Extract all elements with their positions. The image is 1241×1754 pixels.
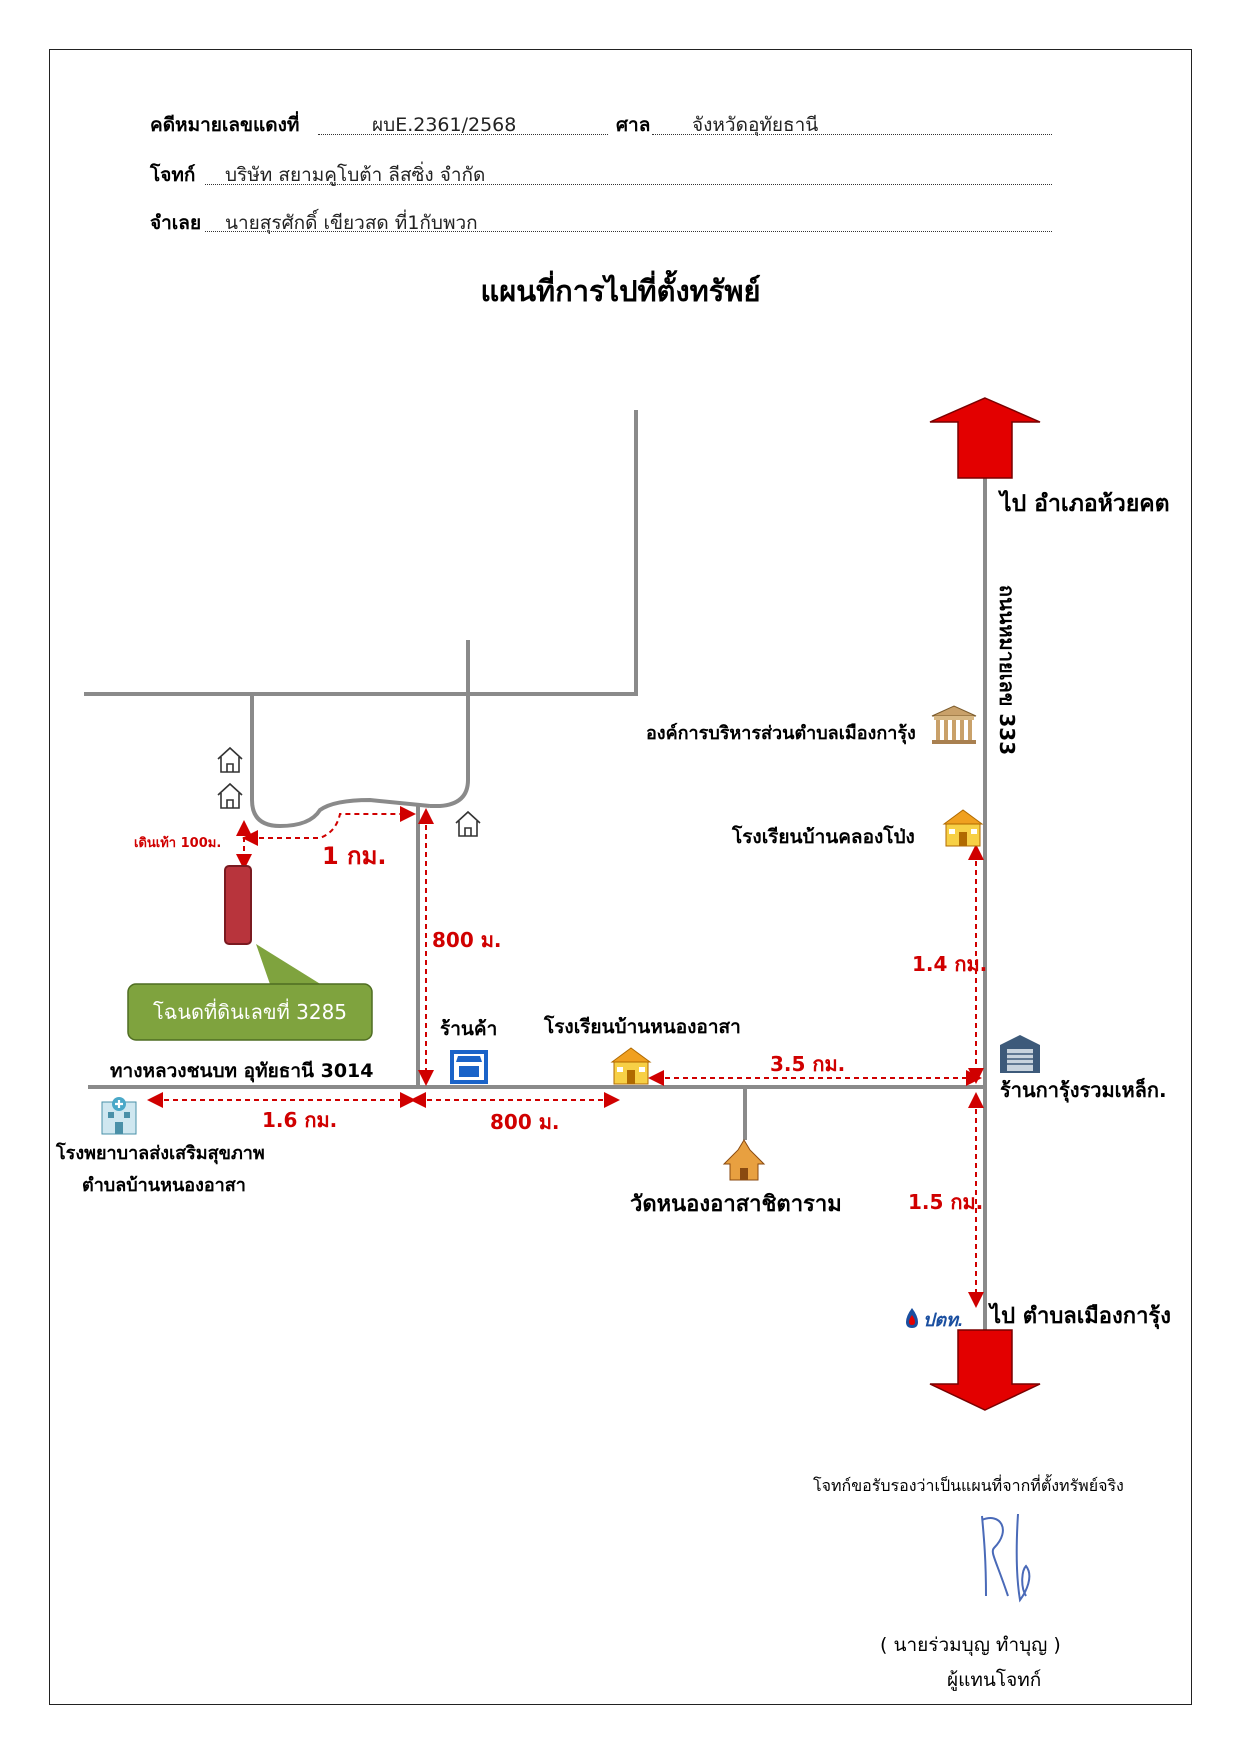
certification-text: โจทก์ขอรับรองว่าเป็นแผนที่จากที่ตั้งทรัพ… [813, 1476, 1124, 1495]
page-border [49, 49, 1192, 1705]
house-icon [217, 782, 243, 809]
representative-role: ผู้แทนโจทก์ [947, 1669, 1042, 1691]
signature [981, 1513, 1031, 1603]
distance-lines [147, 806, 984, 1308]
case-number-value: ผบE.2361/2568 [372, 114, 517, 136]
defendant-label: จำเลย [150, 212, 202, 234]
south-direction-label: ไป ตำบลเมืองการุ้ง [990, 1304, 1171, 1329]
land-plot-icon [224, 865, 252, 945]
highway-333-label: ถนนหมายเลข 333 [995, 584, 1020, 756]
road-3014-label: ทางหลวงชนบท อุทัยธานี 3014 [110, 1060, 374, 1082]
deed-callout-pointer [256, 944, 330, 990]
distance-800m-road-label: 800 ม. [490, 1110, 560, 1134]
steel-shop-label: ร้านการุ้งรวมเหล็ก. [1000, 1078, 1167, 1102]
plaintiff-label: โจทก์ [150, 164, 196, 186]
tao-label: องค์การบริหารส่วนตำบลเมืองการุ้ง [646, 723, 916, 744]
temple-icon [722, 1139, 766, 1181]
deed-callout-box [127, 983, 373, 1041]
plaintiff-dotline [205, 184, 1052, 185]
court-value: จังหวัดอุทัยธานี [692, 114, 819, 136]
house-icon [455, 810, 481, 837]
distance-800m-vertical-label: 800 ม. [432, 928, 502, 952]
north-direction-label: ไป อำเภอห้วยคต [1000, 491, 1170, 517]
temple-label: วัดหนองอาสาชิตาราม [630, 1192, 842, 1217]
case-dotline [318, 134, 608, 135]
defendant-value: นายสุรศักดิ์ เขียวสด ที่1กับพวก [225, 212, 478, 234]
road-top-horizontal [84, 410, 638, 696]
hospital-icon [101, 1097, 137, 1135]
ptt-logo-icon [906, 1308, 918, 1328]
distance-1-6km-label: 1.6 กม. [262, 1108, 338, 1132]
north-arrow-icon [929, 397, 1041, 479]
defendant-dotline [205, 231, 1052, 232]
garage-icon [1000, 1035, 1040, 1073]
deed-label: โฉนดที่ดินเลขที่ 3285 [152, 1000, 348, 1024]
south-arrow-icon [929, 1329, 1041, 1411]
distance-1-5km-label: 1.5 กม. [908, 1190, 984, 1214]
house-icon [217, 746, 243, 773]
hospital-label-line2: ตำบลบ้านหนองอาสา [82, 1175, 246, 1196]
court-dotline [652, 134, 1052, 135]
store-label: ร้านค้า [440, 1018, 498, 1040]
road-short-vertical [430, 640, 470, 808]
roads [84, 410, 987, 1385]
distance-1-4km-label: 1.4 กม. [912, 952, 988, 976]
court-label: ศาล [616, 114, 651, 136]
ptt-logo-text: ปตท. [923, 1310, 963, 1330]
walk-distance-label: เดินเท้า 100ม. [134, 836, 222, 851]
school-icon [942, 809, 984, 847]
plaintiff-value: บริษัท สยามคูโบต้า ลีสซิ่ง จำกัด [225, 164, 486, 186]
hospital-label-line1: โรงพยาบาลส่งเสริมสุขภาพ [56, 1143, 265, 1164]
school-khlongpong-label: โรงเรียนบ้านคลองโป่ง [732, 826, 915, 848]
road-left-loop [250, 694, 431, 829]
store-icon [450, 1050, 488, 1084]
government-building-icon [931, 705, 977, 744]
representative-name: ( นายร่วมบุญ ทำบุญ ) [880, 1634, 1061, 1656]
page-title: แผนที่การไปที่ตั้งทรัพย์ [480, 274, 761, 308]
school-icon [610, 1047, 652, 1085]
distance-1km-label: 1 กม. [322, 842, 387, 870]
case-number-label: คดีหมายเลขแดงที่ [150, 114, 300, 136]
school-nongasa-label: โรงเรียนบ้านหนองอาสา [544, 1016, 741, 1038]
distance-3-5km-label: 3.5 กม. [770, 1052, 846, 1076]
dist-1km-line [242, 806, 416, 846]
